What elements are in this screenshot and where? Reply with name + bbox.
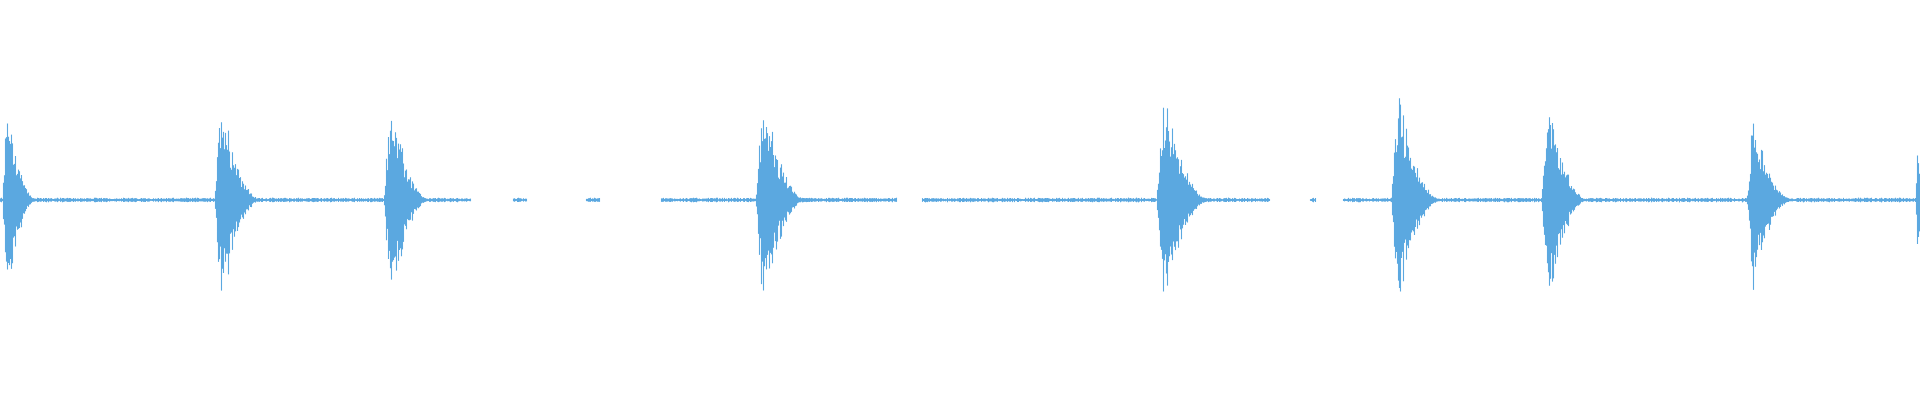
waveform-path	[0, 98, 1920, 292]
waveform-lines	[0, 98, 1920, 292]
